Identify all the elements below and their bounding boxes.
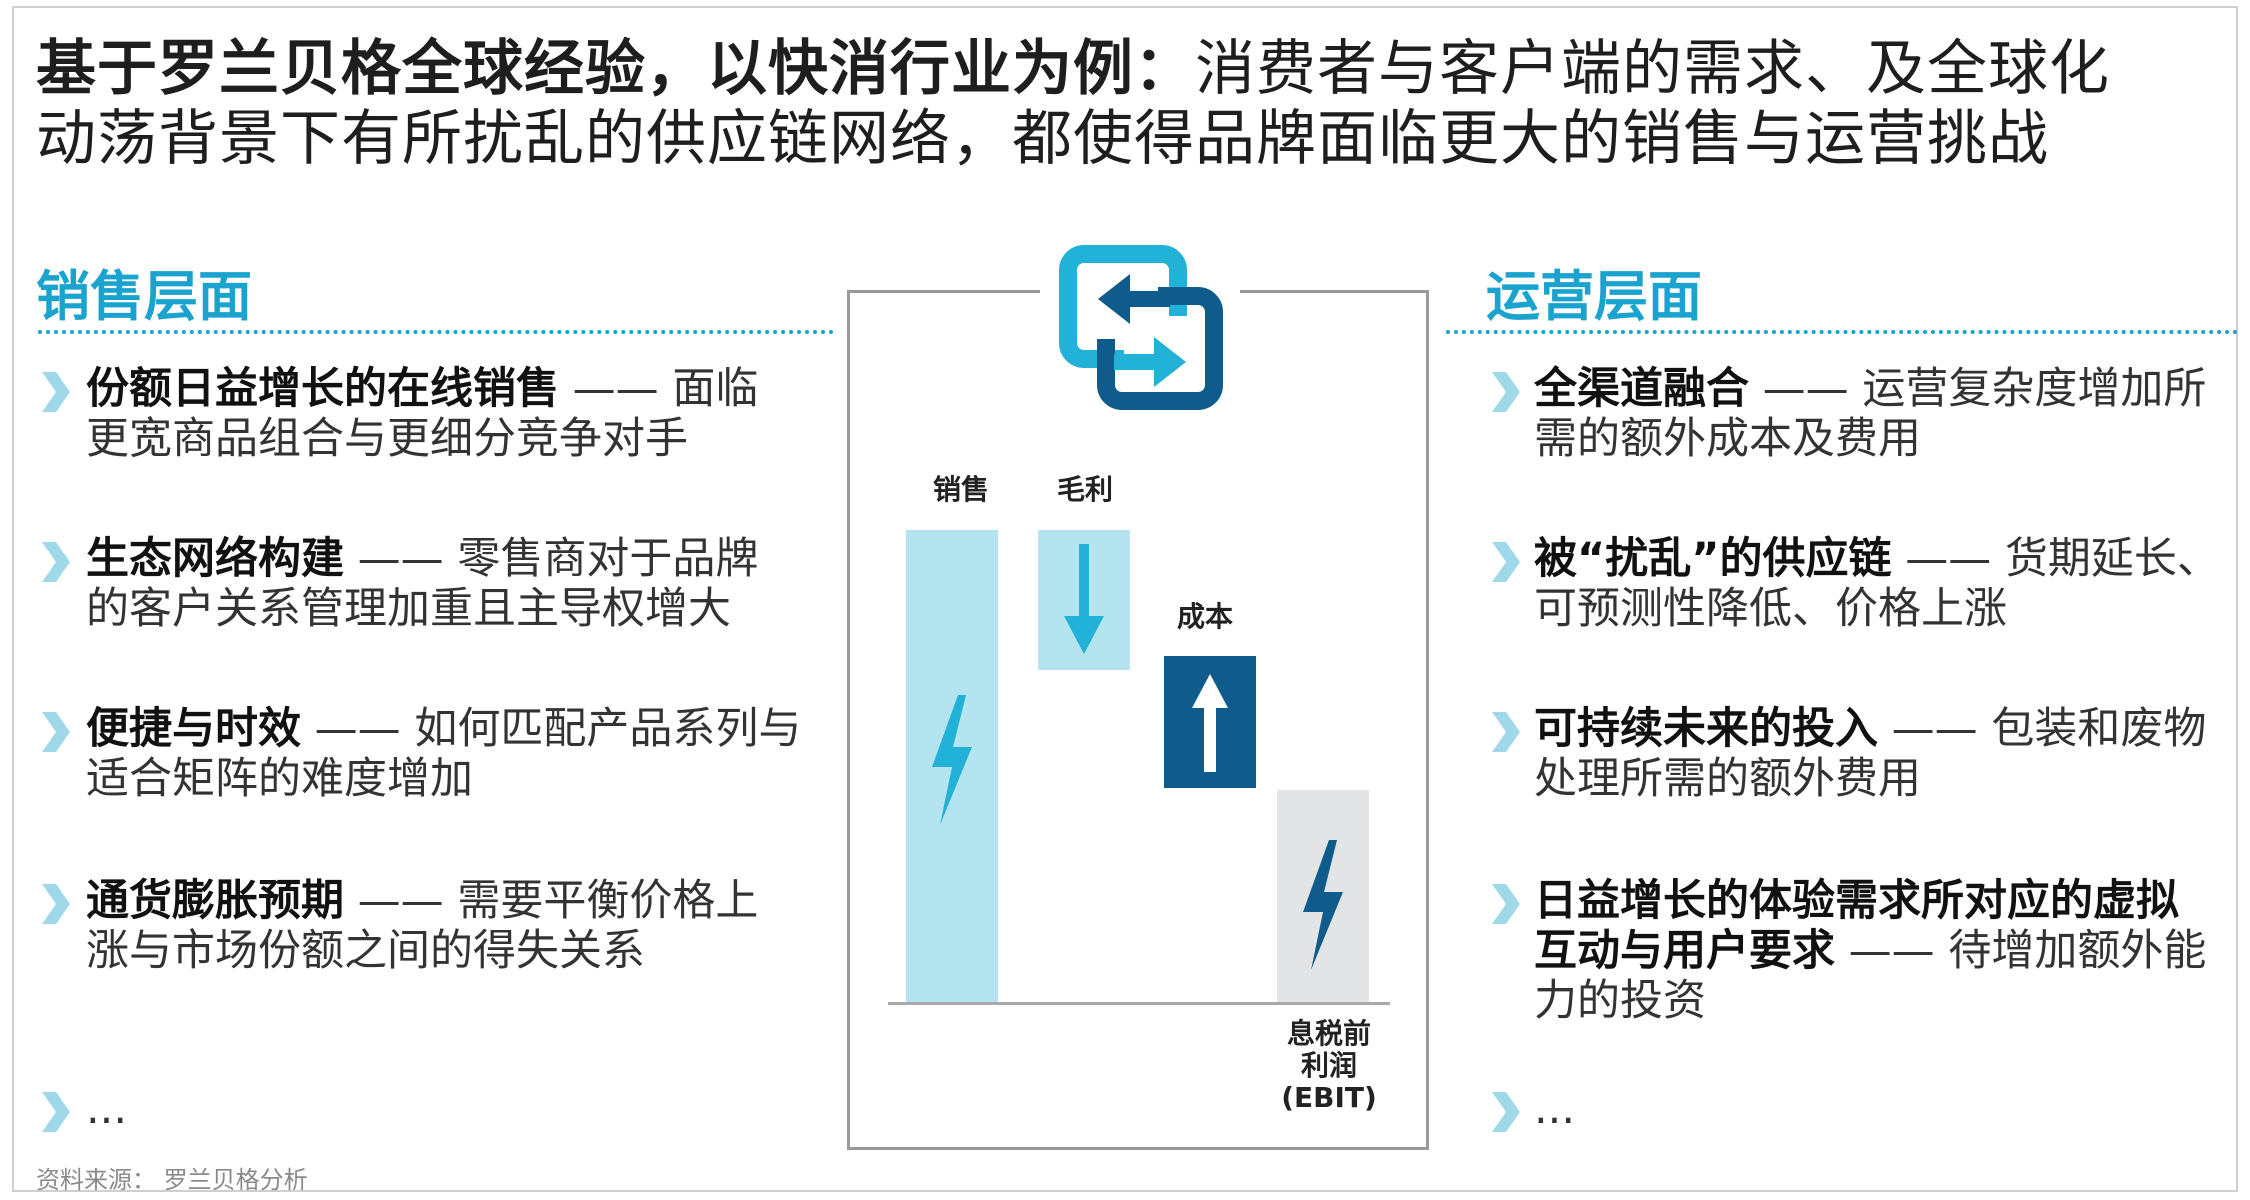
chevron-icon: [40, 884, 70, 928]
right-heading: 运营层面: [1486, 265, 1702, 328]
bar-cost: [1164, 656, 1256, 788]
chevron-icon: [40, 1092, 70, 1136]
left-item-3-rest: —— 如何匹配产品系列与: [301, 704, 802, 754]
down-arrow-icon: [1064, 544, 1104, 654]
right-divider: [1446, 330, 2238, 334]
right-item-3-line2: 处理所需的额外费用: [1534, 754, 1921, 804]
right-item-2: 被“扰乱”的供应链 —— 货期延长、 可预测性降低、价格上涨: [1534, 534, 2220, 634]
label-sales: 销售: [932, 473, 989, 506]
label-ebit: 息税前 利润 (EBIT): [1264, 1018, 1394, 1114]
page-title: 基于罗兰贝格全球经验，以快消行业为例：消费者与客户端的需求、及全球化 动荡背景下…: [36, 34, 2216, 174]
title-line2: 动荡背景下有所扰乱的供应链网络，都使得品牌面临更大的销售与运营挑战: [36, 104, 2049, 174]
left-item-1-line2: 更宽商品组合与更细分竞争对手: [86, 414, 688, 464]
lightning-icon: [932, 695, 972, 825]
chart-baseline: [888, 1002, 1390, 1005]
left-ellipsis: ...: [86, 1084, 128, 1134]
left-item-3: 便捷与时效 —— 如何匹配产品系列与 适合矩阵的难度增加: [86, 704, 801, 804]
label-gross-profit: 毛利: [1056, 473, 1113, 506]
exchange-arrows-icon: [1058, 244, 1224, 418]
left-item-3-line2: 适合矩阵的难度增加: [86, 754, 473, 804]
up-arrow-icon: [1192, 674, 1228, 772]
chevron-icon: [1490, 884, 1520, 928]
right-item-1-rest: —— 运营复杂度增加所: [1749, 364, 2207, 414]
bar-ebit: [1277, 790, 1369, 1002]
right-item-1: 全渠道融合 —— 运营复杂度增加所 需的额外成本及费用: [1534, 364, 2206, 464]
left-item-1-rest: —— 面临: [559, 364, 759, 414]
right-item-3-rest: —— 包装和废物: [1878, 704, 2207, 754]
left-item-4-line2: 涨与市场份额之间的得失关系: [86, 926, 645, 976]
left-item-4-bold: 通货膨胀预期: [86, 876, 344, 926]
chevron-icon: [40, 372, 70, 416]
bar-sales: [906, 530, 998, 1002]
title-line1-rest: 消费者与客户端的需求、及全球化: [1195, 34, 2110, 104]
bar-gross-profit: [1038, 530, 1130, 670]
label-ebit-line2: 利润: [1300, 1049, 1357, 1082]
source-note: 资料来源： 罗兰贝格分析: [36, 1166, 308, 1194]
right-item-4-line3: 力的投资: [1534, 976, 1706, 1026]
label-ebit-line1: 息税前: [1286, 1017, 1371, 1050]
right-item-1-bold: 全渠道融合: [1534, 364, 1749, 414]
chevron-icon: [1490, 372, 1520, 416]
right-item-2-line2: 可预测性降低、价格上涨: [1534, 584, 2007, 634]
left-item-2-bold: 生态网络构建: [86, 534, 344, 584]
chevron-icon: [40, 542, 70, 586]
left-item-2-rest: —— 零售商对于品牌: [344, 534, 759, 584]
left-item-4: 通货膨胀预期 —— 需要平衡价格上 涨与市场份额之间的得失关系: [86, 876, 758, 976]
left-heading: 销售层面: [36, 265, 252, 328]
title-bold: 基于罗兰贝格全球经验，以快消行业为例：: [36, 34, 1195, 104]
left-item-2-line2: 的客户关系管理加重且主导权增大: [86, 584, 731, 634]
label-cost: 成本: [1176, 600, 1233, 633]
right-item-4-rest: —— 待增加额外能: [1835, 926, 2207, 976]
right-item-3: 可持续未来的投入 —— 包装和废物 处理所需的额外费用: [1534, 704, 2206, 804]
right-item-2-bold: 被“扰乱”的供应链: [1534, 534, 1892, 584]
right-item-3-bold: 可持续未来的投入: [1534, 704, 1878, 754]
left-item-4-rest: —— 需要平衡价格上: [344, 876, 759, 926]
right-item-4-bold2: 互动与用户要求: [1534, 926, 1835, 976]
right-item-2-rest: —— 货期延长、: [1891, 534, 2220, 584]
chevron-icon: [1490, 542, 1520, 586]
right-item-4-bold1: 日益增长的体验需求所对应的虚拟: [1534, 876, 2179, 926]
left-divider: [38, 330, 834, 334]
left-item-1-bold: 份额日益增长的在线销售: [86, 364, 559, 414]
left-item-3-bold: 便捷与时效: [86, 704, 301, 754]
right-item-1-line2: 需的额外成本及费用: [1534, 414, 1921, 464]
right-item-4: 日益增长的体验需求所对应的虚拟 互动与用户要求 —— 待增加额外能 力的投资: [1534, 876, 2206, 1026]
chevron-icon: [40, 712, 70, 756]
chevron-icon: [1490, 1092, 1520, 1136]
label-ebit-line3: (EBIT): [1281, 1081, 1377, 1114]
right-ellipsis: ...: [1534, 1084, 1576, 1134]
left-item-2: 生态网络构建 —— 零售商对于品牌 的客户关系管理加重且主导权增大: [86, 534, 758, 634]
chevron-icon: [1490, 712, 1520, 756]
left-item-1: 份额日益增长的在线销售 —— 面临 更宽商品组合与更细分竞争对手: [86, 364, 758, 464]
slide-frame: [12, 6, 2238, 1192]
lightning-icon: [1303, 840, 1343, 970]
